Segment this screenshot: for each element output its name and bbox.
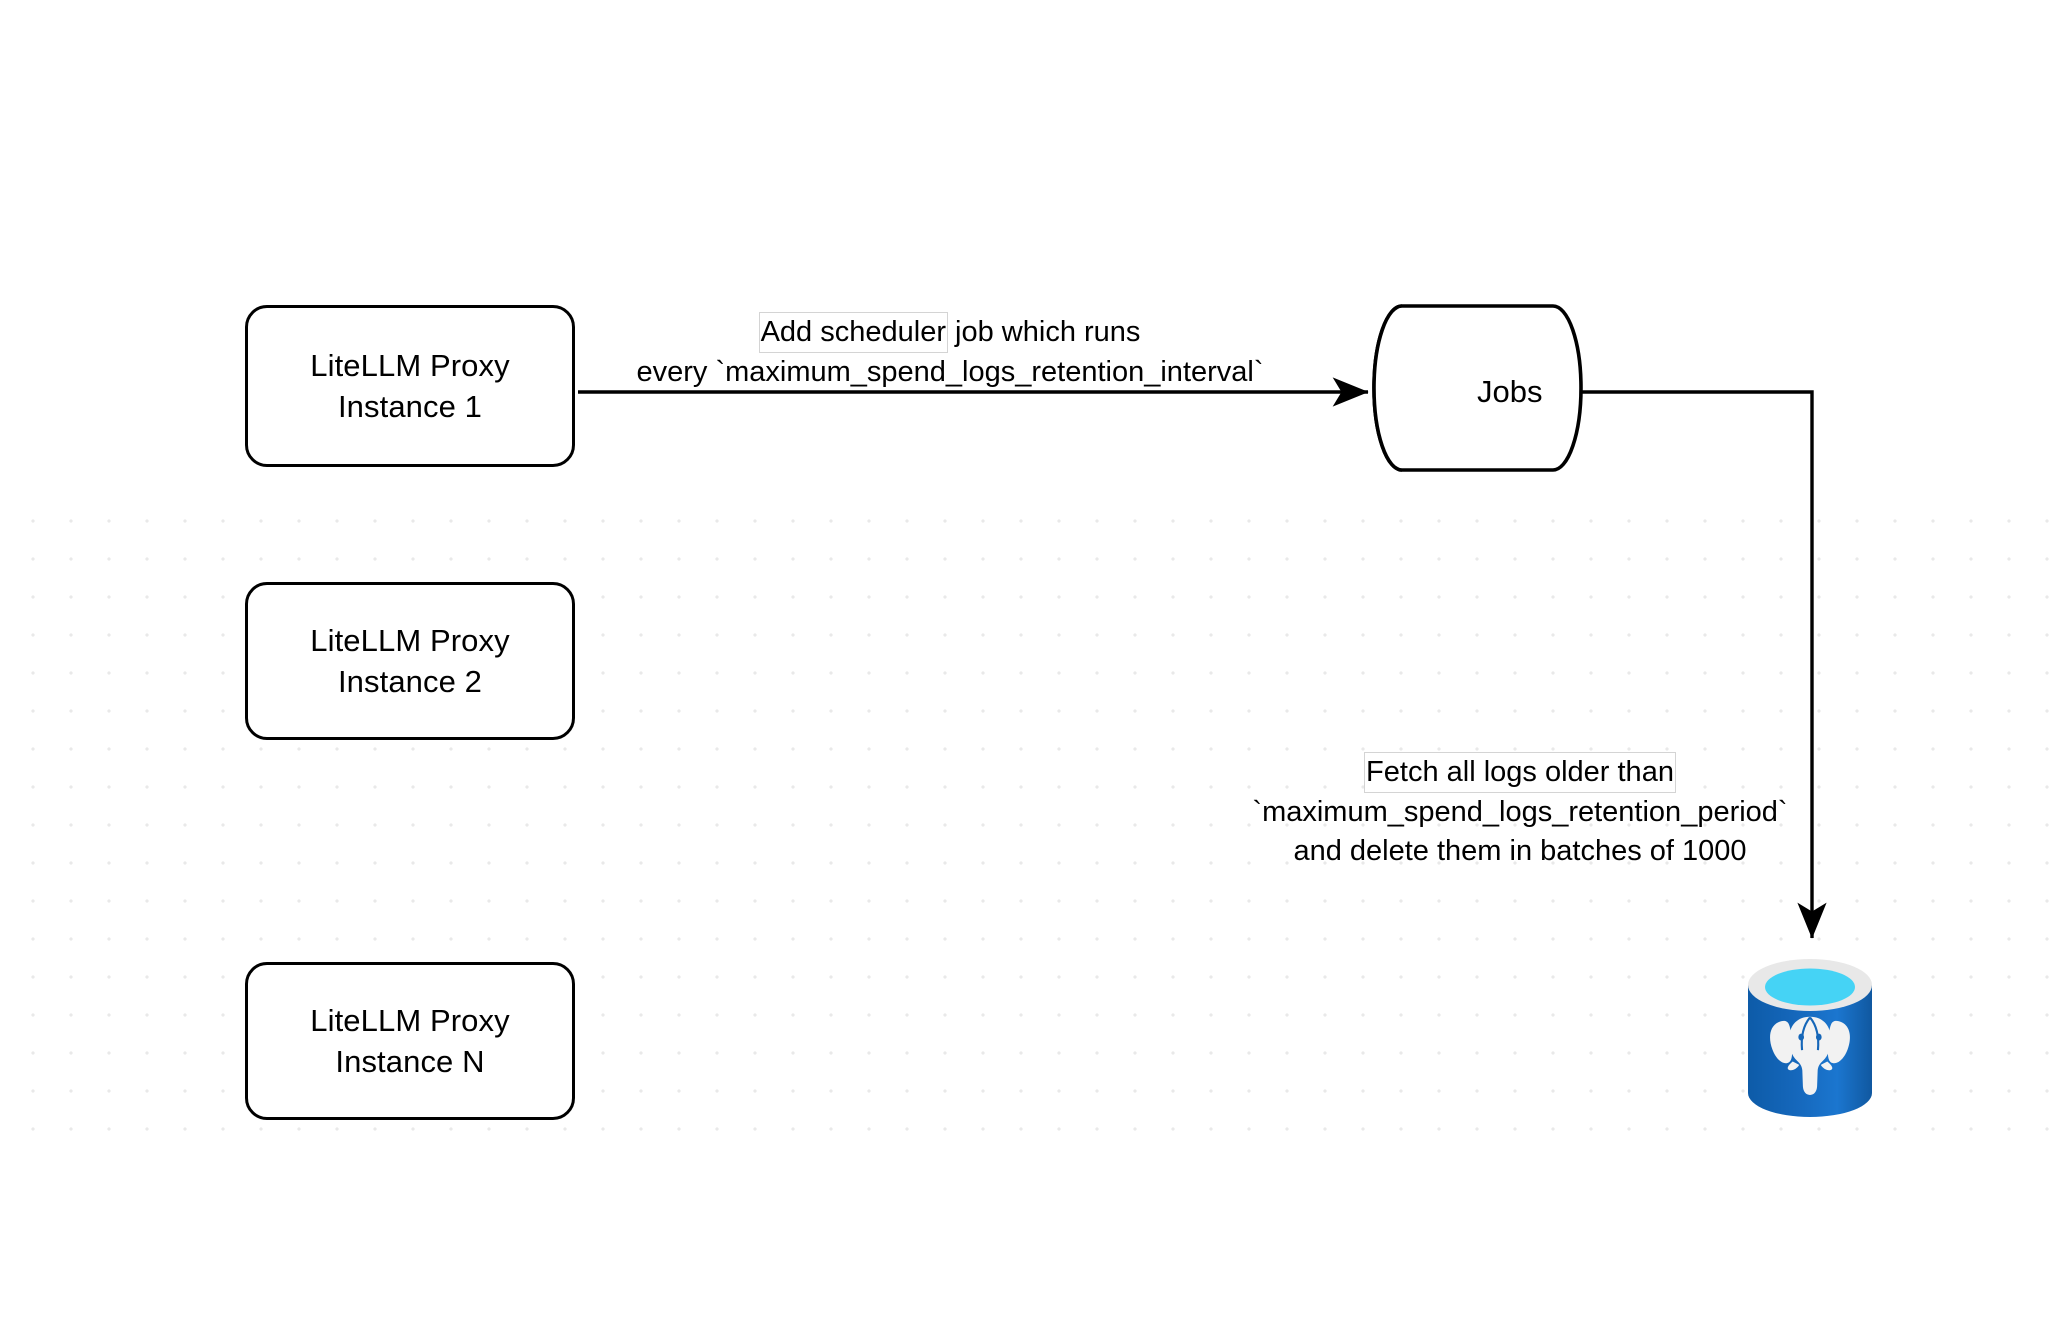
edge-label-add-scheduler-job: Add scheduler job which runs every `maxi… [620,312,1280,392]
proxy-instance-1-line1: LiteLLM Proxy [310,347,510,383]
node-proxy-instance-n[interactable]: LiteLLM Proxy Instance N [245,962,575,1120]
proxy-instance-n-line2: Instance N [335,1044,485,1079]
edge-label-2-line3: and delete them in batches of 1000 [1293,835,1747,868]
edge-label-1-line1-rest: job which runs [946,316,1141,348]
node-jobs-queue-label: Jobs [1477,374,1543,409]
edge-label-fetch-and-delete-logs: Fetch all logs older than `maximum_spend… [1230,752,1810,871]
postgresql-elephant-icon [1770,1016,1850,1095]
node-proxy-instance-2[interactable]: LiteLLM Proxy Instance 2 [245,582,575,740]
proxy-instance-n-line1: LiteLLM Proxy [310,1002,510,1038]
edge-label-1-line1: Add scheduler job which runs [620,312,1280,354]
proxy-instance-2-line2: Instance 2 [337,664,483,699]
edge-label-2-line1: Fetch all logs older than [1230,752,1810,794]
postgres-database-shape [1748,959,1872,1117]
edge-label-1-line2: every `maximum_spend_logs_retention_inte… [636,356,1264,389]
edge-label-2-highlight: Fetch all logs older than [1364,752,1676,794]
jobs-cylinder-shape [1372,304,1583,472]
node-proxy-instance-1[interactable]: LiteLLM Proxy Instance 1 [245,305,575,467]
edge-jobs-to-database [1580,390,1827,939]
proxy-instance-1-line2: Instance 1 [337,389,483,424]
edge-label-1-highlight: Add scheduler [758,312,948,354]
edge-label-2-line2: `maximum_spend_logs_retention_period` [1252,796,1788,829]
proxy-instance-2-line1: LiteLLM Proxy [310,622,510,658]
